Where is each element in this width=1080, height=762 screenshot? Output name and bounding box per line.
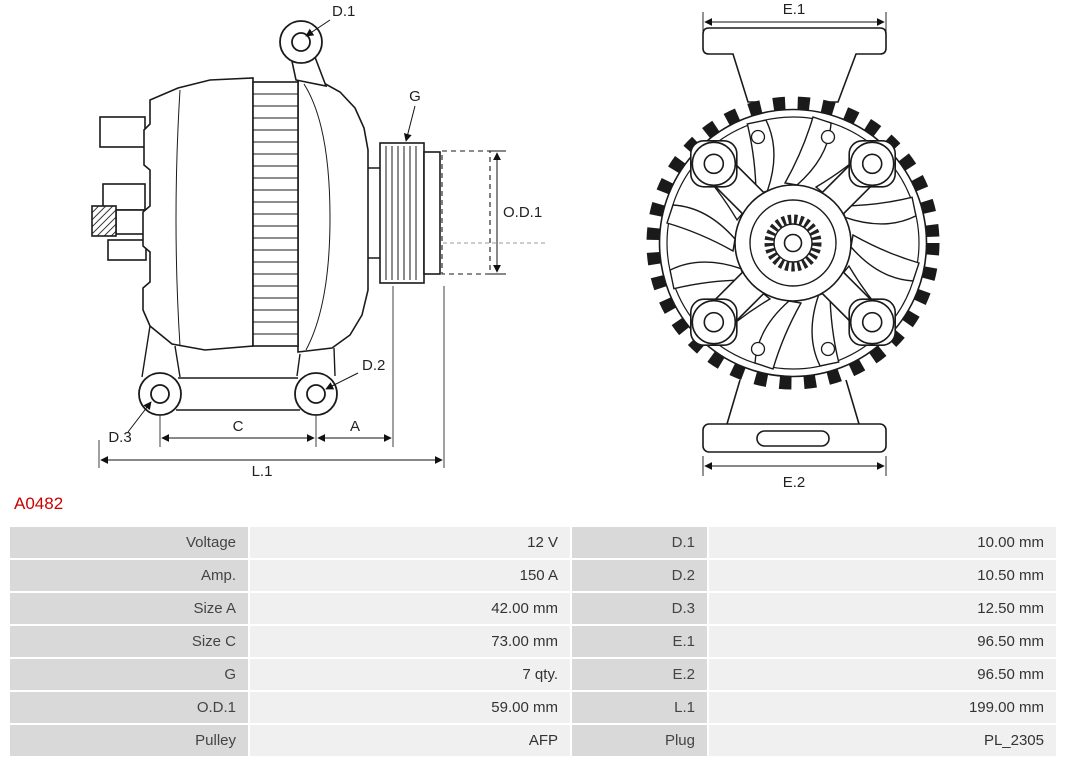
housing-fins xyxy=(646,96,940,390)
dim-label-d1: D.1 xyxy=(332,3,355,20)
side-view-dimension-labels: D.1 G O.D.1 D.2 D.3 C A L.1 xyxy=(108,3,542,480)
bolt-holes xyxy=(750,129,836,357)
dim-label-l1: L.1 xyxy=(252,463,273,480)
top-lug-hole xyxy=(291,32,311,52)
pulley xyxy=(379,142,548,284)
alternator-technical-drawing: D.1 G O.D.1 D.2 D.3 C A L.1 xyxy=(91,1,940,491)
spec-label: D.2 xyxy=(572,560,707,591)
spec-value: 10.00 mm xyxy=(709,527,1056,558)
rear-housing xyxy=(142,77,254,351)
spec-table: Voltage 12 V D.1 10.00 mm Amp. 150 A D.2… xyxy=(10,527,1058,758)
alternator-front-view xyxy=(646,27,940,453)
spec-value: 42.00 mm xyxy=(250,593,570,624)
top-mounting-lug xyxy=(279,20,328,88)
table-row: Amp. 150 A D.2 10.50 mm xyxy=(10,560,1058,591)
table-row: O.D.1 59.00 mm L.1 199.00 mm xyxy=(10,692,1058,723)
spec-label: Size C xyxy=(10,626,248,657)
spec-value: 12.50 mm xyxy=(709,593,1056,624)
dim-label-d3: D.3 xyxy=(108,429,131,446)
table-row: G 7 qty. E.2 96.50 mm xyxy=(10,659,1058,690)
stator-ribs xyxy=(252,81,299,347)
spec-value: 10.50 mm xyxy=(709,560,1056,591)
front-view-bottom-bracket xyxy=(702,379,887,453)
shaft-center-hole xyxy=(783,233,803,253)
spec-label: D.1 xyxy=(572,527,707,558)
dim-label-c: C xyxy=(233,418,244,435)
dim-label-e2: E.2 xyxy=(783,474,806,491)
spec-value: 7 qty. xyxy=(250,659,570,690)
front-view-top-bracket xyxy=(702,27,887,103)
side-view-dimensions xyxy=(98,19,506,468)
spec-label: D.3 xyxy=(572,593,707,624)
spec-label: Pulley xyxy=(10,725,248,756)
bottom-bracket-slot xyxy=(756,430,830,447)
table-row: Size C 73.00 mm E.1 96.50 mm xyxy=(10,626,1058,657)
lug-hole-d3 xyxy=(150,384,170,404)
spec-label: G xyxy=(10,659,248,690)
spec-label: L.1 xyxy=(572,692,707,723)
spec-label: Plug xyxy=(572,725,707,756)
knurled-adjuster xyxy=(91,205,117,237)
table-row: Pulley AFP Plug PL_2305 xyxy=(10,725,1058,756)
technical-drawing-area: D.1 G O.D.1 D.2 D.3 C A L.1 xyxy=(91,1,940,491)
dim-label-od1: O.D.1 xyxy=(503,204,542,221)
rear-terminals xyxy=(91,116,147,261)
spec-label: E.1 xyxy=(572,626,707,657)
spec-value: 150 A xyxy=(250,560,570,591)
lug-hole-d2 xyxy=(306,384,326,404)
spec-value: AFP xyxy=(250,725,570,756)
table-row: Voltage 12 V D.1 10.00 mm xyxy=(10,527,1058,558)
part-number: A0482 xyxy=(14,494,64,513)
spec-label: E.2 xyxy=(572,659,707,690)
spec-value: 96.50 mm xyxy=(709,659,1056,690)
dim-label-a: A xyxy=(350,418,360,435)
spec-label: Voltage xyxy=(10,527,248,558)
alternator-side-view xyxy=(91,20,548,416)
front-view-dimension-labels: E.1 E.2 xyxy=(783,1,806,491)
table-row: Size A 42.00 mm D.3 12.50 mm xyxy=(10,593,1058,624)
spec-value: 199.00 mm xyxy=(709,692,1056,723)
spec-value: PL_2305 xyxy=(709,725,1056,756)
dim-label-e1: E.1 xyxy=(783,1,806,18)
spec-value: 96.50 mm xyxy=(709,626,1056,657)
spec-value: 12 V xyxy=(250,527,570,558)
spec-label: Amp. xyxy=(10,560,248,591)
spec-label: O.D.1 xyxy=(10,692,248,723)
front-view-dimensions xyxy=(702,12,887,476)
dim-label-d2: D.2 xyxy=(362,357,385,374)
pulley-hub xyxy=(734,184,852,302)
dim-label-g: G xyxy=(409,88,421,105)
front-housing xyxy=(297,77,369,353)
spec-value: 59.00 mm xyxy=(250,692,570,723)
pulley-od-outline xyxy=(441,150,491,275)
knurled-shaft-ring xyxy=(764,214,822,272)
spec-label: Size A xyxy=(10,593,248,624)
spec-value: 73.00 mm xyxy=(250,626,570,657)
